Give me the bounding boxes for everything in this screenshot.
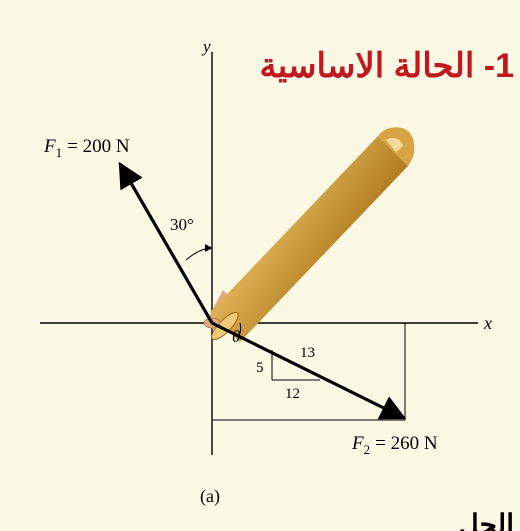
force-f2-label: F2 = 260 N xyxy=(351,433,438,457)
slope-run-label: 12 xyxy=(285,386,300,402)
x-axis-label: x xyxy=(483,313,492,333)
force-f2-subscript: 2 xyxy=(364,442,371,457)
force-f1-subscript: 1 xyxy=(56,145,63,160)
figure-caption: (a) xyxy=(200,486,220,507)
force-f1-label: F1 = 200 N xyxy=(43,136,130,160)
force-f1-symbol: F xyxy=(43,136,56,157)
force-f1-arrow xyxy=(118,161,214,324)
slope-rise-label: 5 xyxy=(256,360,264,376)
force-f1-value: = 200 N xyxy=(67,136,130,157)
solution-heading: الحل xyxy=(458,509,514,531)
force-f2-value: = 260 N xyxy=(375,433,438,454)
page-heading: 1- الحالة الاساسية xyxy=(259,47,515,85)
angle-arc-30 xyxy=(185,244,213,261)
rod-illustration xyxy=(208,127,415,342)
y-axis-label: y xyxy=(201,37,211,56)
force-f2-arrow xyxy=(211,321,407,420)
force-f2-symbol: F xyxy=(351,433,364,454)
angle-label-30: 30° xyxy=(170,215,194,234)
slope-hypotenuse-label: 13 xyxy=(300,345,315,361)
